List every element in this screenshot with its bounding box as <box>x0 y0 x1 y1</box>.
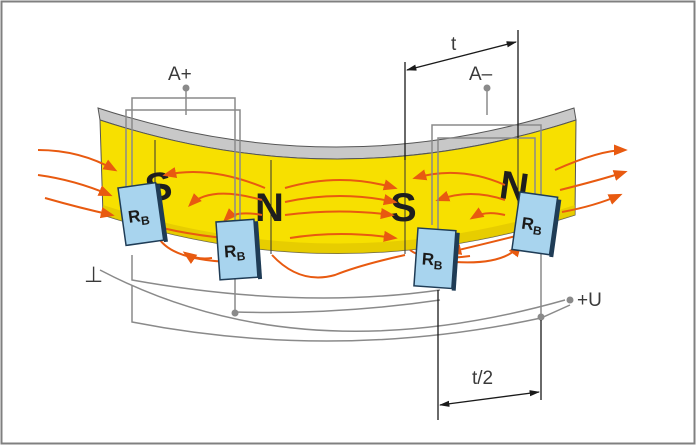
sensor-sub: B <box>236 249 246 264</box>
svg-text:RB: RB <box>223 241 246 264</box>
sensor-r: R <box>127 206 142 227</box>
svg-text:RB: RB <box>421 249 444 272</box>
label-a-minus: A– <box>469 64 493 85</box>
sensor-r: R <box>520 214 535 235</box>
sensor-rb-3: RB <box>413 227 460 291</box>
label-a-plus: A+ <box>168 64 192 85</box>
svg-text:RB: RB <box>127 205 151 230</box>
sensor-rb-2: RB <box>215 218 263 281</box>
pole-label-s2: S <box>390 186 417 230</box>
sensor-sub: B <box>433 258 443 273</box>
connection-dots <box>182 84 574 321</box>
sensor-r: R <box>421 249 435 269</box>
sensor-rb-1: RB <box>117 181 168 247</box>
svg-text:RB: RB <box>520 214 544 239</box>
wiring <box>99 88 571 342</box>
sensor-sub: B <box>532 223 543 238</box>
dimension-lines <box>404 30 542 420</box>
label-supply: +U <box>577 290 602 311</box>
label-pitch: t <box>451 34 457 55</box>
sensor-r: R <box>223 242 237 262</box>
ground-symbol-icon: ⊥ <box>84 262 103 287</box>
pole-label-n1: N <box>255 186 284 230</box>
label-half-pitch: t/2 <box>472 368 493 389</box>
sensor-sub: B <box>140 213 151 228</box>
sensor-rb-4: RB <box>511 191 562 258</box>
